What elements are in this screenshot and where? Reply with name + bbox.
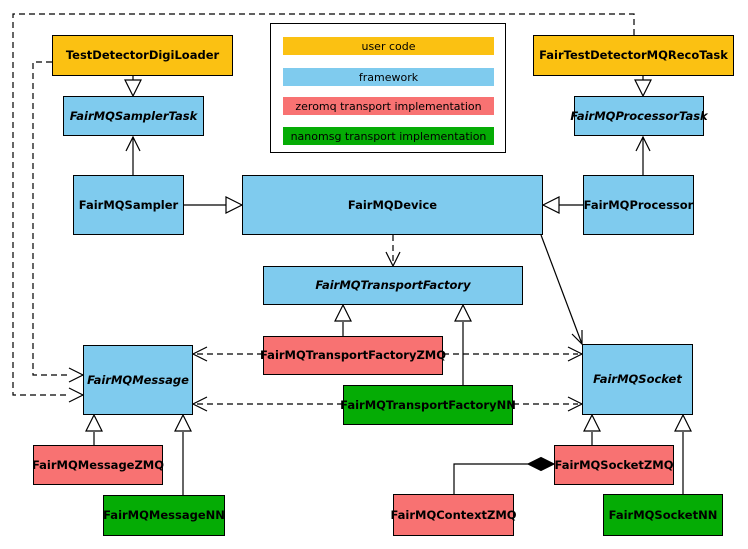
node-fairmqsocketnn: FairMQSocketNN	[603, 494, 723, 536]
node-fairmqmessage: FairMQMessage	[83, 345, 193, 415]
node-fairmqsampler: FairMQSampler	[73, 175, 184, 235]
node-fairtestdetectormqrecotask: FairTestDetectorMQRecoTask	[533, 35, 734, 76]
edge-sampler-device-inheritance	[184, 196, 244, 214]
edge-factorynn-socket-dependency	[513, 396, 584, 412]
edge-processor-device-inheritance	[541, 196, 583, 214]
edge-factoryzmq-factory-inheritance	[334, 303, 352, 336]
node-fairmqtransportfactoryzmq: FairMQTransportFactoryZMQ	[260, 336, 446, 375]
node-fairmqprocessortask: FairMQProcessorTask	[570, 96, 708, 136]
edge-factorynn-message-dependency	[191, 396, 343, 412]
edge-messagezmq-message-inheritance	[85, 413, 103, 445]
legend-item-user-code: user code	[283, 37, 494, 55]
node-fairmqcontextzmq: FairMQContextZMQ	[390, 494, 517, 536]
edge-factoryzmq-message-dependency	[191, 346, 263, 362]
node-testdetectordigiloader: TestDetectorDigiLoader	[52, 35, 233, 76]
node-fairmqprocessor: FairMQProcessor	[583, 175, 694, 235]
edge-digiloader-samplertask-inheritance	[124, 76, 142, 98]
node-fairmqsocketzmq: FairMQSocketZMQ	[554, 445, 674, 485]
edge-messagenn-message-inheritance	[174, 413, 192, 495]
edge-socketzmq-socket-inheritance	[583, 413, 601, 445]
legend-item-zeromq: zeromq transport implementation	[283, 97, 494, 115]
edge-factoryzmq-socket-dependency	[443, 346, 584, 362]
node-fairmqmessagezmq: FairMQMessageZMQ	[32, 445, 164, 485]
edge-socketnn-socket-inheritance	[674, 413, 692, 494]
edge-contextzmq-socketzmq-composition	[453, 456, 556, 494]
node-fairmqtransportfactorynn: FairMQTransportFactoryNN	[340, 385, 516, 425]
edge-factorynn-factory-inheritance	[454, 303, 472, 385]
node-fairmqmessagenn: FairMQMessageNN	[103, 495, 225, 536]
edge-sampler-samplertask-association	[125, 135, 141, 175]
node-fairmqsocket: FairMQSocket	[582, 344, 693, 415]
edge-processor-processortask-association	[635, 135, 651, 175]
edge-device-socket-association	[540, 234, 583, 346]
legend: user code framework zeromq transport imp…	[270, 23, 506, 153]
node-fairmqsamplertask: FairMQSamplerTask	[63, 96, 204, 136]
legend-item-framework: framework	[283, 68, 494, 86]
edge-recotask-processortask-inheritance	[634, 76, 652, 98]
node-fairmqdevice: FairMQDevice	[242, 175, 543, 235]
node-fairmqtransportfactory: FairMQTransportFactory	[263, 266, 523, 305]
legend-item-nanomsg: nanomsg transport implementation	[283, 127, 494, 145]
edge-device-transportfactory-dependency	[385, 235, 401, 268]
